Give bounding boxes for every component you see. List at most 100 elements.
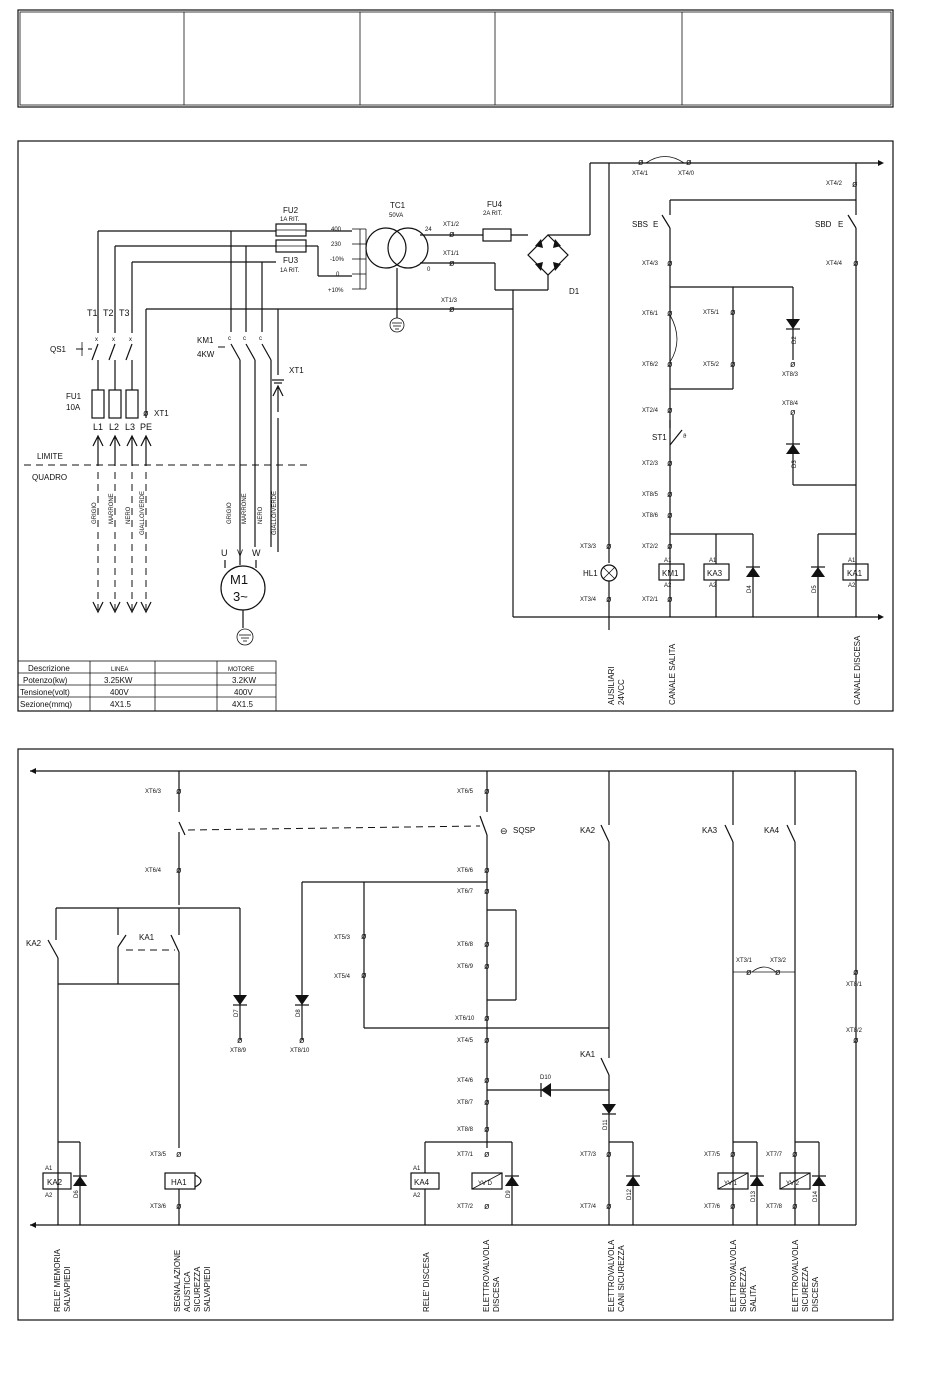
motor-cable-grigio: GRIGIO xyxy=(227,502,233,524)
xt1-label: XT1 xyxy=(154,409,169,418)
sbd-e: E xyxy=(838,220,843,229)
coil-km1: KM1 xyxy=(662,569,679,578)
motor-cable-giallo-verde: GIALLO/VERDE xyxy=(272,491,278,535)
spec-table: Descrizione LINEA MOTORE Potenzo(kw) 3.2… xyxy=(17,660,277,712)
control-circuit-diagram: XT6/3 ø XT6/4 ø KA2 KA1 D7 ø XT8/9 D8 ø … xyxy=(17,748,894,1321)
xt8-10-label: XT8/10 xyxy=(290,1048,310,1054)
spec-row2-linea: 400V xyxy=(110,688,129,697)
device-yv-2: YV 2 xyxy=(786,1181,800,1187)
tap-sec-0: 0 xyxy=(427,267,431,273)
label-canale-salita: CANALE SALITA xyxy=(668,643,677,705)
fu1-id: FU1 xyxy=(66,392,82,401)
xt6-10-label: XT6/10 xyxy=(455,1016,475,1022)
tap-24: 24 xyxy=(425,227,432,233)
svg-text:ø: ø xyxy=(361,970,367,980)
tap-minus10: -10% xyxy=(330,257,345,263)
spec-header-motore: MOTORE xyxy=(228,667,254,673)
label-ausiliari: AUSILIARI xyxy=(607,666,616,705)
supply-l3: L3 xyxy=(125,422,135,432)
xt7-2-label: XT7/2 xyxy=(457,1204,474,1210)
terminal-symbol: ø xyxy=(638,157,644,167)
svg-text:ø: ø xyxy=(484,786,490,796)
xt2-1-label: XT2/1 xyxy=(642,597,659,603)
label-ev-salita-1: ELETTROVALVOLA xyxy=(729,1239,738,1312)
motor-type: 3~ xyxy=(233,589,248,604)
switch-x: x xyxy=(112,337,115,343)
fu3-id: FU3 xyxy=(283,256,299,265)
diode-d2: D2 xyxy=(792,336,798,344)
transformer-tc1: TC1 50VA 400 230 -10% 0 +10% 24 0 xyxy=(328,201,432,333)
xt7-3-label: XT7/3 xyxy=(580,1152,597,1158)
tap-400: 400 xyxy=(331,227,342,233)
svg-text:A2: A2 xyxy=(664,583,672,589)
lamp-hl1: HL1 xyxy=(583,569,598,578)
svg-text:ø: ø xyxy=(667,458,673,468)
xt4-1-label: XT4/1 xyxy=(632,171,649,177)
main-switch-qs1: QS1 T1 T2 T3 x x x xyxy=(50,231,133,390)
xt3-1-label: XT3/1 xyxy=(736,958,753,964)
contact-ka2: KA2 xyxy=(26,939,42,948)
xt1-3-label: XT1/3 xyxy=(441,298,458,304)
sbs-e: E xyxy=(653,220,658,229)
km1-id: KM1 xyxy=(197,336,214,345)
label-rele-memoria: RELE' MEMORIA xyxy=(53,1248,62,1312)
sqsp-symbol: ⊖ xyxy=(500,826,508,836)
xt7-4-label: XT7/4 xyxy=(580,1204,597,1210)
svg-text:ø: ø xyxy=(667,258,673,268)
supply-l2: L2 xyxy=(109,422,119,432)
xt5-3-label: XT5/3 xyxy=(334,935,351,941)
xt2-3-label: XT2/3 xyxy=(642,461,659,467)
svg-text:ø: ø xyxy=(667,594,673,604)
svg-text:ø: ø xyxy=(176,786,182,796)
label-ev-discesa-b2: SICUREZZA xyxy=(801,1266,810,1312)
phase-t2: T2 xyxy=(103,308,114,318)
terminal-symbol: ø xyxy=(686,157,692,167)
sqsp-label: SQSP xyxy=(513,826,535,835)
svg-text:ø: ø xyxy=(484,961,490,971)
supply-arrows xyxy=(92,434,152,466)
svg-text:ø: ø xyxy=(667,510,673,520)
xt6-3-label: XT6/3 xyxy=(145,789,162,795)
svg-text:ø: ø xyxy=(484,1149,490,1159)
diode-d12: D12 xyxy=(627,1188,633,1200)
xt8-6-label: XT8/6 xyxy=(642,513,659,519)
label-segnalazione: SEGNALAZIONE xyxy=(173,1250,182,1312)
svg-text:A1: A1 xyxy=(413,1166,421,1172)
tap-230: 230 xyxy=(331,242,342,248)
label-sicurezza: SICUREZZA xyxy=(193,1266,202,1312)
fu2-id: FU2 xyxy=(283,206,299,215)
xt5-4-label: XT5/4 xyxy=(334,974,351,980)
device-yv-d: YV D xyxy=(478,1181,493,1187)
coil-ka3: KA3 xyxy=(707,569,723,578)
motor-m1: U V W M1 3~ xyxy=(220,547,266,646)
xt8-1-label: XT8/1 xyxy=(846,982,863,988)
xt8-2-label: XT8/2 xyxy=(846,1028,863,1034)
fuse-fu1: FU1 10A xyxy=(66,389,139,419)
cable-giallo-verde: GIALLO/VERDE xyxy=(140,491,146,535)
xt4-5-label: XT4/5 xyxy=(457,1038,474,1044)
svg-text:ø: ø xyxy=(484,939,490,949)
label-24vcc: 24VCC xyxy=(617,679,626,705)
svg-text:A2: A2 xyxy=(45,1193,53,1199)
svg-text:A2: A2 xyxy=(709,583,717,589)
terminal-symbol: ø xyxy=(143,408,149,418)
st1-label: ST1 xyxy=(652,433,667,442)
device-yv-1: YV 1 xyxy=(724,1181,738,1187)
motor-w: W xyxy=(252,548,261,558)
diode-d11: D11 xyxy=(603,1119,609,1130)
transformer-rating: 50VA xyxy=(389,213,403,219)
xt8-8-label: XT8/8 xyxy=(457,1127,474,1133)
xt7-8-label: XT7/8 xyxy=(766,1204,783,1210)
svg-text:A1: A1 xyxy=(848,558,856,564)
diode-d7: D7 xyxy=(234,1009,240,1017)
qs1-id: QS1 xyxy=(50,345,67,354)
xt7-1-label: XT7/1 xyxy=(457,1152,474,1158)
cable-marrone: MARRONE xyxy=(109,493,115,524)
svg-text:ø: ø xyxy=(667,308,673,318)
svg-text:ø: ø xyxy=(299,1035,305,1045)
label-acustica: ACUSTICA xyxy=(183,1271,192,1312)
contact-c: c xyxy=(243,336,246,342)
label-ev-cani-2: CANI SICUREZZA xyxy=(617,1245,626,1312)
svg-text:ø: ø xyxy=(730,359,736,369)
